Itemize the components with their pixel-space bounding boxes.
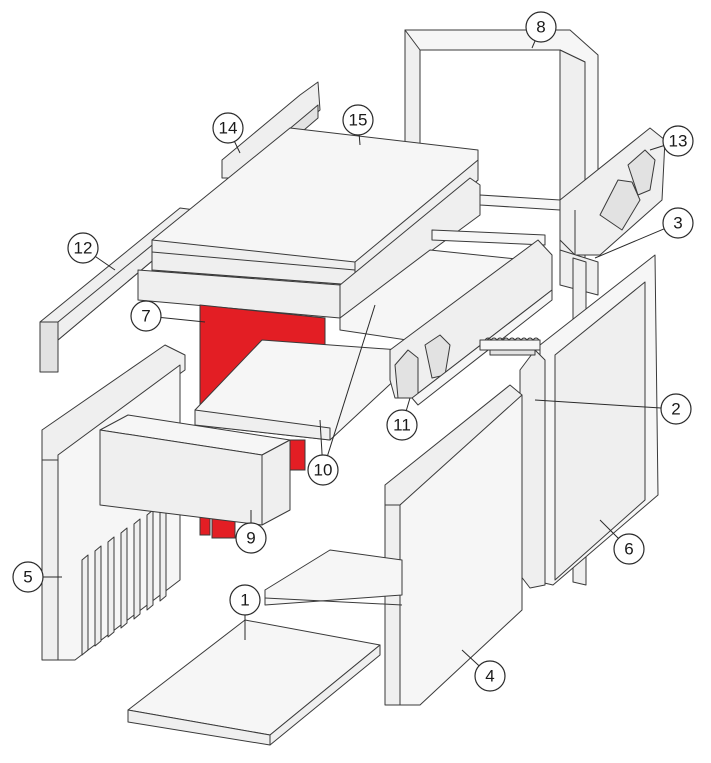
callout-circle: [474, 660, 506, 692]
callout-3: 3: [662, 207, 694, 239]
leader-lines: [43, 40, 665, 667]
callout-number: 4: [485, 667, 494, 686]
callout-13: 13: [662, 125, 694, 157]
callout-4: 4: [474, 660, 506, 692]
leader-line: [405, 397, 411, 411]
callout-number: 5: [23, 568, 32, 587]
leader-line: [531, 40, 536, 49]
callout-circle: [525, 11, 557, 43]
callout-2: 2: [660, 393, 692, 425]
leader-line: [461, 649, 480, 667]
callout-circle: [342, 104, 374, 136]
callout-7: 7: [130, 300, 162, 332]
rib: [81, 554, 89, 656]
callout-circle: [613, 533, 645, 565]
callout-14: 14: [212, 112, 244, 144]
leader-line: [160, 317, 206, 323]
callout-circle: [12, 561, 44, 593]
callout-number: 10: [314, 461, 333, 480]
callout-circle: [662, 207, 694, 239]
callout-circle: [130, 300, 162, 332]
callout-15: 15: [342, 104, 374, 136]
rib: [120, 527, 128, 629]
part-6-right-outer-plate: [539, 254, 659, 586]
callout-9: 9: [235, 522, 267, 554]
callout-number: 2: [671, 400, 680, 419]
callout-number: 7: [141, 307, 150, 326]
callout-number: 11: [393, 416, 411, 435]
callout-5: 5: [12, 561, 44, 593]
leader-line: [599, 519, 619, 539]
rib: [94, 545, 102, 647]
leader-line: [358, 134, 361, 146]
leader-line: [234, 141, 241, 154]
callout-number: 13: [669, 132, 688, 151]
callout-1: 1: [229, 584, 261, 616]
callout-number: 14: [219, 119, 238, 138]
callout-number: 3: [673, 214, 682, 233]
callout-number: 6: [624, 540, 633, 559]
part-9-front-lintel: [99, 414, 291, 526]
part-10-middle-slab: [194, 339, 401, 441]
rib: [107, 536, 115, 638]
part-13-right-top-rail: [559, 127, 666, 256]
callout-number: 12: [74, 239, 93, 258]
leader-line: [319, 419, 323, 456]
leader-line: [649, 145, 664, 151]
callout-circle: [212, 112, 244, 144]
leader-line: [594, 228, 665, 259]
rib: [133, 518, 141, 620]
callout-number: 1: [240, 591, 249, 610]
leader-line: [95, 256, 116, 271]
callout-12: 12: [67, 232, 99, 264]
grate-comb: [479, 337, 541, 351]
callout-number: 9: [246, 529, 255, 548]
callout-11: 11: [386, 409, 418, 441]
callout-8: 8: [525, 11, 557, 43]
part-1-floor-plate-back: [264, 549, 403, 606]
callout-circle: [386, 409, 418, 441]
leader-line: [327, 304, 376, 456]
callout-circle: [660, 393, 692, 425]
part-1-base-plate: [127, 619, 381, 746]
callout-circle: [235, 522, 267, 554]
callout-6: 6: [613, 533, 645, 565]
callout-number: 15: [349, 111, 368, 130]
rib: [146, 509, 154, 611]
callout-circle: [229, 584, 261, 616]
leader-line: [534, 399, 662, 409]
part-15-top-slab: [137, 127, 481, 319]
callout-circle: [307, 454, 339, 486]
callout-circle: [67, 232, 99, 264]
callout-circle: [662, 125, 694, 157]
callout-number: 8: [536, 18, 545, 37]
rib: [159, 500, 167, 602]
callout-10: 10: [307, 454, 339, 486]
